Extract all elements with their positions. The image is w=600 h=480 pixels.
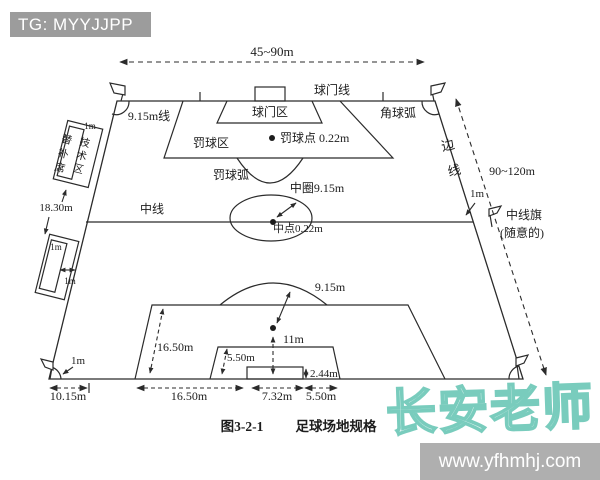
corner-arc-top-right <box>421 100 440 116</box>
label-halfway-flag: 中线旗 <box>506 207 542 222</box>
arrow-flag-1m <box>465 202 476 216</box>
arrow-center-radius <box>276 202 297 218</box>
caption-figure-number: 图3-2-1 <box>221 419 264 434</box>
label-bench-gap: 18.30m <box>39 202 73 214</box>
label-corner-arc: 角球弧 <box>380 106 416 120</box>
goal-bottom <box>246 366 304 380</box>
label-center-circle: 中圈9.15m <box>290 180 345 195</box>
center-spot-dot <box>270 219 276 225</box>
label-penalty-depth: 16.50m <box>157 340 194 354</box>
watermark-url: www.yfhmhj.com <box>438 450 582 472</box>
label-penalty-arc-radius: 9.15m <box>315 280 346 294</box>
label-tech-area-1m: 1m <box>84 121 96 131</box>
goal-area-top <box>216 100 323 124</box>
center-circle <box>229 194 313 242</box>
halfway-flag-icon <box>488 205 503 228</box>
label-goal-area: 球门区 <box>252 104 288 119</box>
label-goal-line: 球门线 <box>314 82 350 97</box>
label-penalty-area: 罚球区 <box>193 136 229 150</box>
arrow-corner-1m <box>62 366 74 375</box>
channel-badge: TG: MYYJJPP <box>10 12 151 37</box>
label-goal-area-depth: 5.50m <box>227 352 255 364</box>
penalty-arc-bottom <box>219 282 328 306</box>
label-penalty-spot: 罚球点 0.22m <box>280 131 350 145</box>
label-penalty-spot-dist: 11m <box>283 332 305 346</box>
arrow-penalty-arc-radius <box>276 291 291 324</box>
label-penalty-arc: 罚球弧 <box>213 168 249 182</box>
label-dim-goal-area: 5.50m <box>306 389 337 403</box>
label-side-length: 90~120m <box>489 164 535 178</box>
dim-arrow-550-depth <box>220 348 229 375</box>
dim-arrow-1650-depth <box>148 308 165 374</box>
label-corner-arc-radius: 1m <box>71 355 86 367</box>
penalty-arc-top <box>236 157 304 184</box>
label-halfway-flag-note: (随意的) <box>500 225 544 240</box>
watermark-signature: 长安老师 <box>384 376 596 443</box>
label-915-line: 9.15m线 <box>128 109 170 123</box>
flag-top-right <box>430 82 447 102</box>
label-center-spot: 中点0.22m <box>273 222 323 235</box>
flag-top-left <box>109 82 126 102</box>
corner-arc-top-left <box>111 100 130 116</box>
label-dim-goal-width: 7.32m <box>262 389 293 403</box>
penalty-spot-top-dot <box>269 135 275 141</box>
goal-top <box>254 86 286 102</box>
label-bench-1m-side: 1m <box>64 276 76 286</box>
flag-bottom-left <box>39 358 54 380</box>
label-top-width: 45~90m <box>250 44 293 59</box>
caption-title: 足球场地规格 <box>296 418 377 434</box>
field-outline <box>48 100 524 380</box>
penalty-spot-bottom-dot <box>270 325 276 331</box>
label-goal-height: 2.44m <box>310 368 338 380</box>
label-halfway-line: 中线 <box>140 201 164 216</box>
label-dim-corner: 10.15m <box>50 389 87 403</box>
goal-area-bottom <box>209 346 341 380</box>
watermark-url-bar: www.yfhmhj.com <box>420 443 600 480</box>
dim-arrow-side-length <box>455 98 547 376</box>
label-flag-offset: 1m <box>470 188 485 200</box>
arrow-bench-gap-down <box>43 216 50 235</box>
label-bench-1m-top: 1m <box>50 242 62 252</box>
technical-area-box <box>52 119 104 189</box>
label-dim-penalty: 16.50m <box>171 389 208 403</box>
arrow-bench-gap-up <box>61 189 67 203</box>
penalty-area-top <box>163 100 395 159</box>
